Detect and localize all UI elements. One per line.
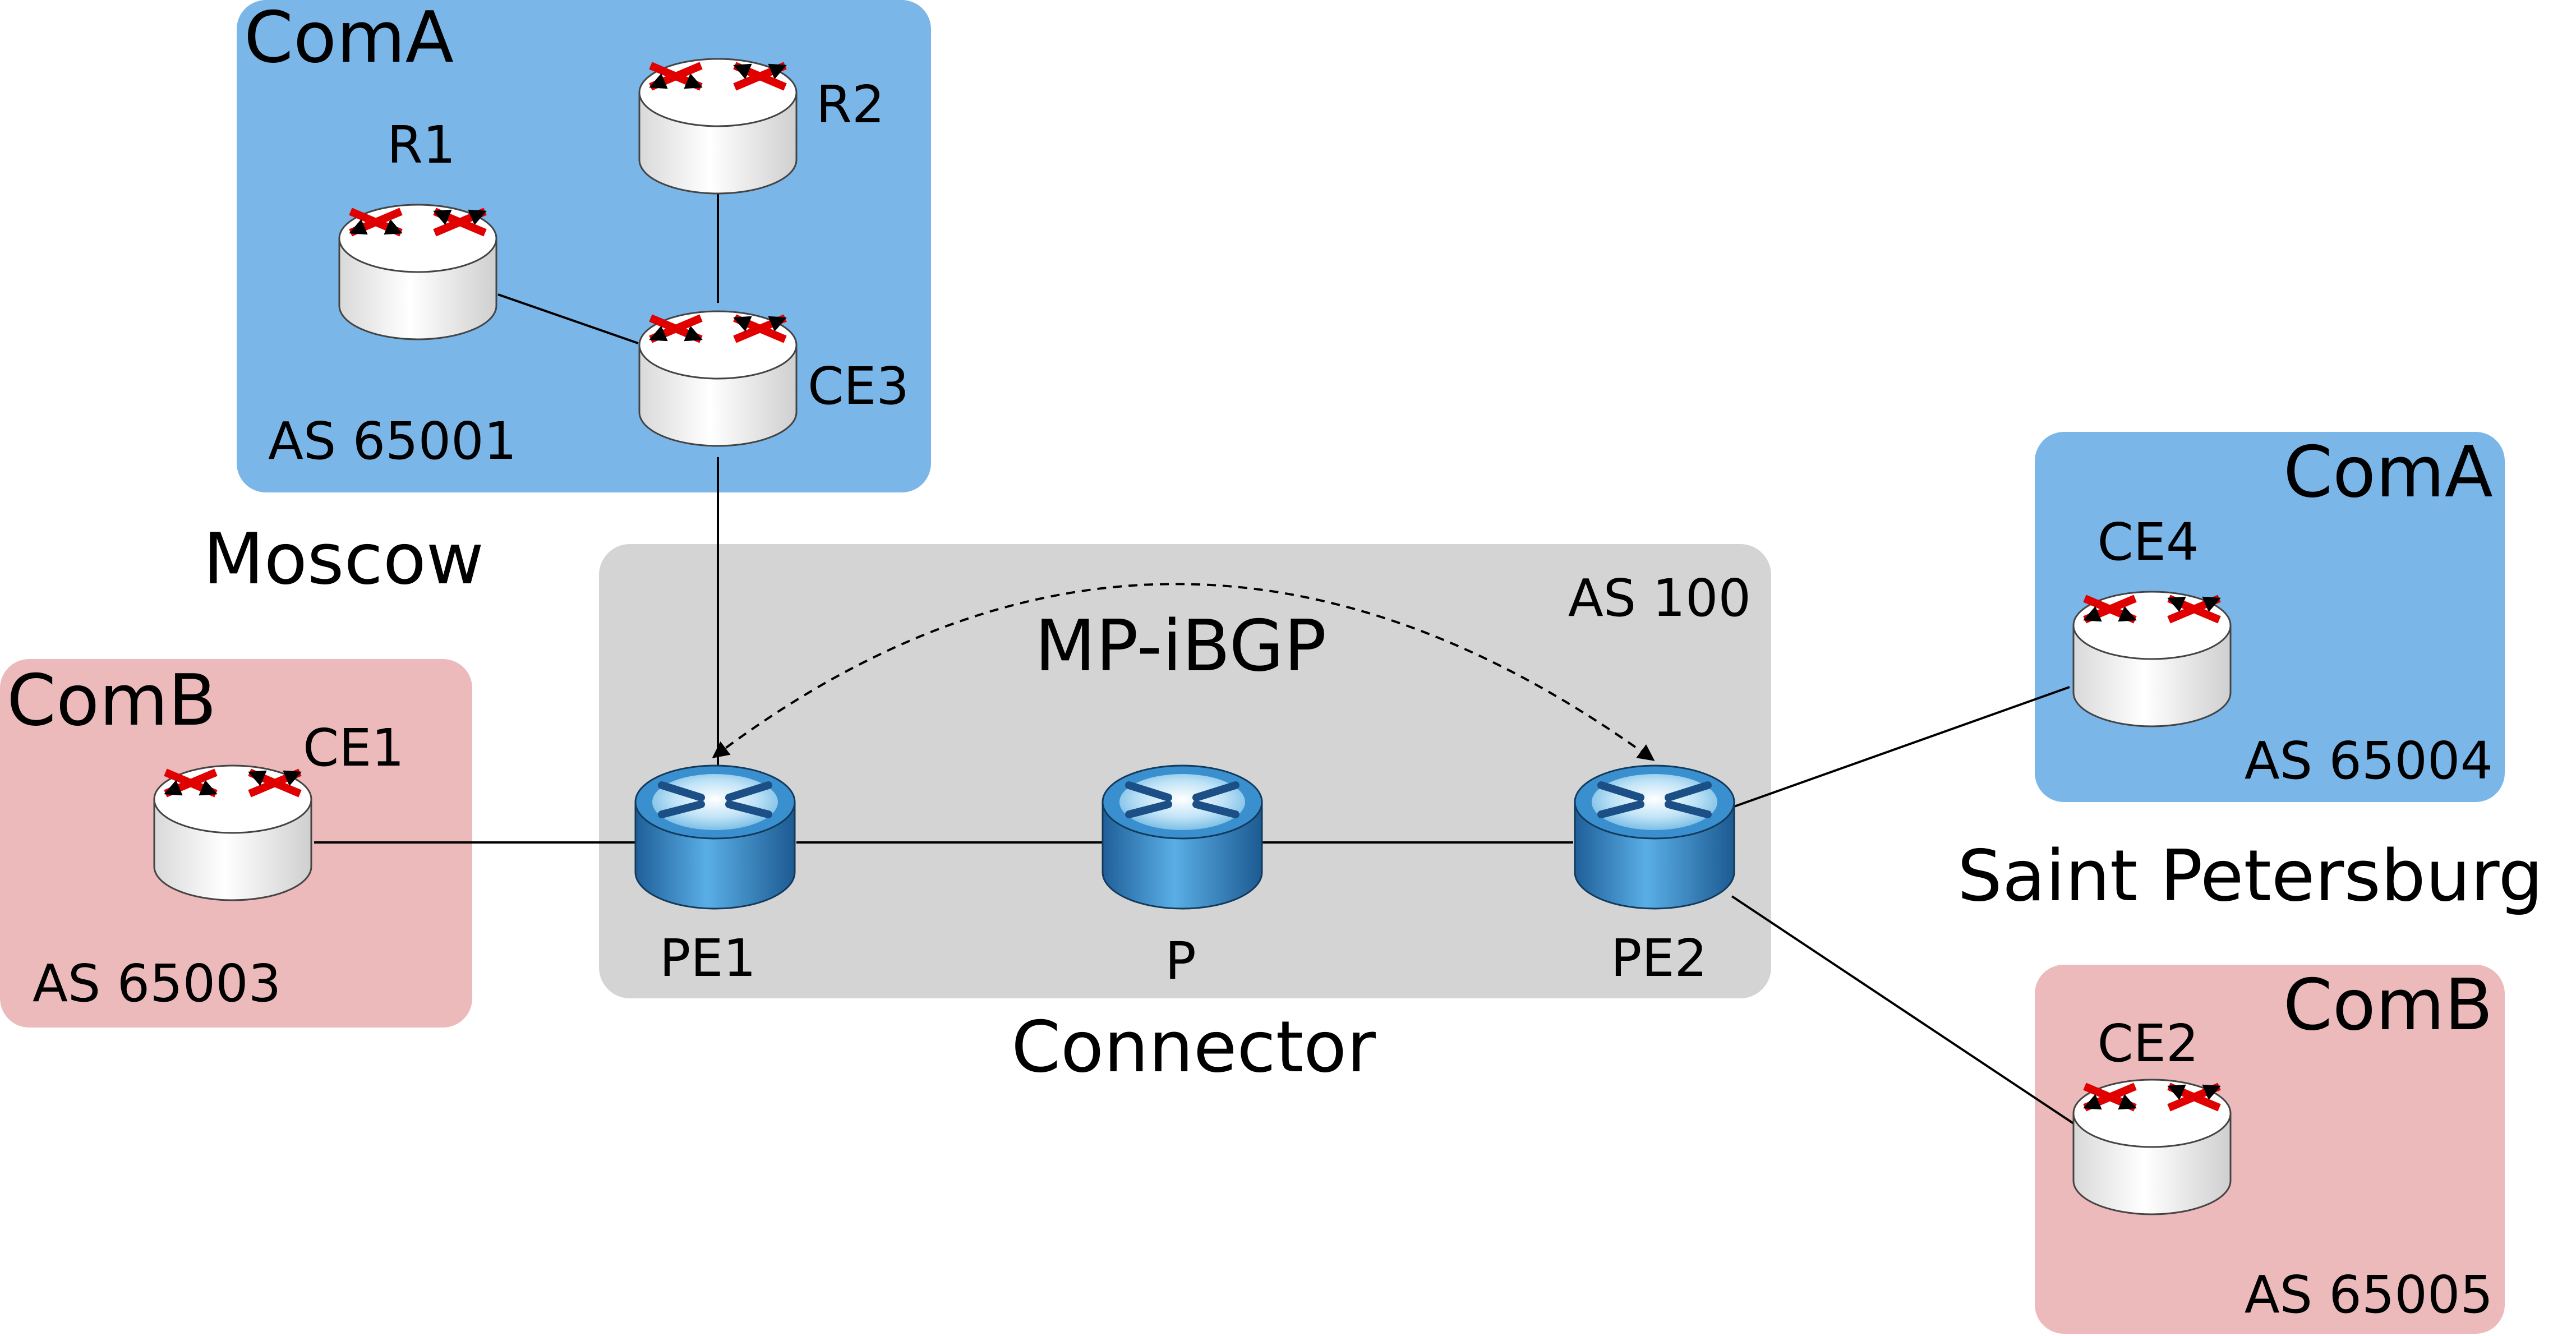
pe-router-icon bbox=[1574, 764, 1735, 910]
pe-router-icon bbox=[1102, 764, 1263, 910]
pe-router-icon bbox=[634, 764, 796, 910]
site-saint-petersburg-label: Saint Petersburg bbox=[1957, 835, 2543, 917]
router-r1-label: R1 bbox=[387, 115, 455, 175]
spb-comb-as: AS 65005 bbox=[2245, 1265, 2493, 1325]
spb-coma-as: AS 65004 bbox=[2245, 731, 2493, 791]
mp-ibgp-session-arrow bbox=[712, 583, 1655, 761]
router-pe1-label: PE1 bbox=[660, 928, 756, 988]
router-p-label: P bbox=[1165, 931, 1196, 991]
router-ce4-label: CE4 bbox=[2098, 512, 2199, 572]
ce-router-icon bbox=[638, 310, 798, 447]
ce-router-icon bbox=[2072, 1079, 2232, 1215]
router-ce1-label: CE1 bbox=[303, 718, 404, 778]
router-r2 bbox=[638, 58, 798, 195]
router-pe2 bbox=[1574, 764, 1735, 910]
link-pe2-ce4 bbox=[1734, 686, 2070, 808]
router-r1 bbox=[338, 204, 497, 340]
link-pe2-ce2 bbox=[1731, 895, 2076, 1126]
router-ce3-label: CE3 bbox=[808, 356, 909, 416]
moscow-comb-title: ComB bbox=[7, 659, 216, 741]
link-r1-ce3 bbox=[497, 293, 639, 344]
spb-coma-title: ComA bbox=[2283, 431, 2493, 513]
router-pe1 bbox=[634, 764, 796, 910]
ce-router-icon bbox=[2072, 591, 2232, 727]
router-pe2-label: PE2 bbox=[1611, 928, 1707, 988]
site-connector-label: Connector bbox=[1011, 1006, 1376, 1088]
ce-router-icon bbox=[638, 58, 798, 195]
moscow-coma-title: ComA bbox=[244, 0, 454, 79]
site-moscow-label: Moscow bbox=[203, 518, 484, 600]
router-ce2 bbox=[2072, 1079, 2232, 1215]
router-ce2-label: CE2 bbox=[2098, 1013, 2199, 1074]
router-ce3 bbox=[638, 310, 798, 447]
region-spb-comb bbox=[2035, 965, 2505, 1334]
mp-ibgp-label: MP-iBGP bbox=[1035, 605, 1326, 687]
ce-router-icon bbox=[153, 764, 312, 901]
spb-comb-title: ComB bbox=[2283, 964, 2493, 1046]
ce-router-icon bbox=[338, 204, 497, 340]
moscow-coma-as: AS 65001 bbox=[268, 411, 517, 471]
router-r2-label: R2 bbox=[816, 75, 884, 135]
router-ce4 bbox=[2072, 591, 2232, 727]
router-ce1 bbox=[153, 764, 312, 901]
connector-as: AS 100 bbox=[1568, 568, 1751, 628]
router-p bbox=[1102, 764, 1263, 910]
moscow-comb-as: AS 65003 bbox=[33, 953, 281, 1013]
